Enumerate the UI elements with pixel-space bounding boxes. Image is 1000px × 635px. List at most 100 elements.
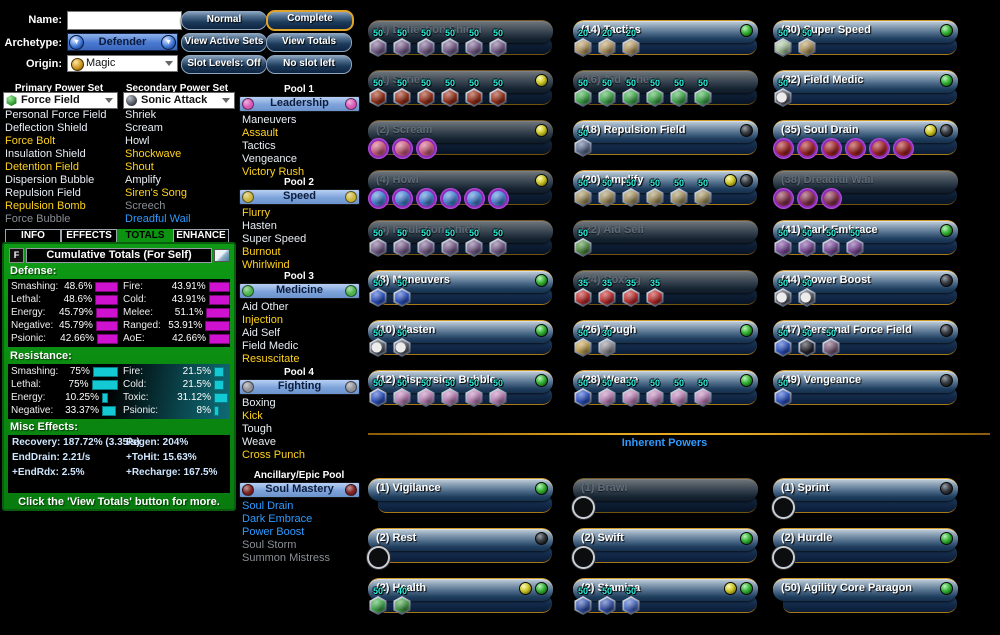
power-row[interactable]: (35) Soul Drain bbox=[772, 120, 958, 159]
enhancement-slot[interactable]: 50 bbox=[645, 78, 665, 107]
toggle-indicator[interactable] bbox=[740, 582, 753, 595]
enhancement-slot[interactable] bbox=[772, 128, 794, 159]
enhancement-slot[interactable] bbox=[463, 178, 485, 209]
enhancement-slot[interactable]: 50 bbox=[693, 78, 713, 107]
enhancement-icon[interactable] bbox=[369, 388, 387, 407]
enhancement-slot[interactable]: 50 bbox=[797, 278, 817, 307]
enhancement-icon[interactable] bbox=[369, 596, 387, 615]
toggle-indicator[interactable] bbox=[740, 374, 753, 387]
power-list-item[interactable]: Repulsion Bomb bbox=[5, 200, 86, 212]
enhancement-slot[interactable]: 50 bbox=[621, 378, 641, 407]
power-list-item[interactable]: Shockwave bbox=[125, 148, 182, 160]
enhancement-slot[interactable]: 50 bbox=[573, 328, 593, 357]
enhancement-icon[interactable] bbox=[622, 596, 640, 615]
enhancement-slot[interactable] bbox=[415, 178, 437, 209]
power-list-item[interactable]: Power Boost bbox=[242, 526, 305, 538]
enhancement-icon[interactable] bbox=[369, 38, 387, 57]
empty-slot-icon[interactable] bbox=[571, 496, 595, 519]
pool-header-bar[interactable]: Soul Mastery bbox=[239, 482, 360, 498]
enhancement-slot[interactable]: 50 bbox=[440, 78, 460, 107]
enhancement-icon[interactable] bbox=[574, 238, 592, 257]
power-list-item[interactable]: Cross Punch bbox=[242, 449, 305, 461]
empty-slot-icon[interactable] bbox=[771, 546, 795, 569]
enhancement-icon[interactable] bbox=[393, 88, 411, 107]
enhancement-icon[interactable] bbox=[694, 388, 712, 407]
toggle-indicator[interactable] bbox=[940, 74, 953, 87]
toggle-indicator[interactable] bbox=[535, 324, 548, 337]
enhancement-icon[interactable] bbox=[393, 238, 411, 257]
enhancement-icon[interactable] bbox=[489, 88, 507, 107]
enhancement-slot[interactable]: 20 bbox=[597, 28, 617, 57]
toggle-indicator[interactable] bbox=[740, 532, 753, 545]
power-list-item[interactable]: Detention Field bbox=[5, 161, 79, 173]
toggle-indicator[interactable] bbox=[724, 174, 737, 187]
enhancement-slot[interactable]: 50 bbox=[488, 78, 508, 107]
power-row[interactable]: (4) Howl bbox=[367, 170, 553, 209]
toggle-indicator[interactable] bbox=[535, 582, 548, 595]
empty-slot-icon[interactable] bbox=[771, 496, 795, 519]
enhancement-slot[interactable]: 50 bbox=[645, 378, 665, 407]
enhancement-slot[interactable]: 30 bbox=[597, 328, 617, 357]
power-list-item[interactable]: Dark Embrace bbox=[242, 513, 313, 525]
power-row[interactable]: (50) Agility Core Paragon bbox=[773, 578, 958, 616]
enhancement-icon[interactable] bbox=[465, 388, 483, 407]
enhancement-slot[interactable] bbox=[868, 128, 890, 159]
enhancement-slot[interactable]: 50 bbox=[392, 78, 412, 107]
enhancement-icon[interactable] bbox=[598, 88, 616, 107]
toggle-indicator[interactable] bbox=[924, 124, 937, 137]
enhancement-slot[interactable]: 50 bbox=[597, 78, 617, 107]
enhancement-slot[interactable] bbox=[796, 128, 818, 159]
enhancement-icon[interactable] bbox=[646, 188, 664, 207]
enhancement-slot[interactable] bbox=[571, 486, 595, 519]
enhancement-slot[interactable]: 50 bbox=[773, 78, 793, 107]
normal-button[interactable]: Normal bbox=[181, 11, 267, 30]
toggle-indicator[interactable] bbox=[940, 224, 953, 237]
power-list-item[interactable]: Whirlwind bbox=[242, 259, 290, 271]
archetype-prev-icon[interactable]: ▼ bbox=[69, 35, 84, 50]
power-list-item[interactable]: Deflection Shield bbox=[5, 122, 88, 134]
power-list-item[interactable]: Dreadful Wail bbox=[125, 213, 191, 225]
enhancement-icon[interactable] bbox=[487, 188, 509, 209]
enhancement-icon[interactable] bbox=[465, 238, 483, 257]
enhancement-slot[interactable]: 50 bbox=[597, 586, 617, 615]
enhancement-icon[interactable] bbox=[489, 238, 507, 257]
enhancement-slot[interactable]: 50 bbox=[573, 128, 593, 157]
power-row[interactable]: (2) Scream bbox=[367, 120, 553, 159]
enhancement-slot[interactable] bbox=[391, 178, 413, 209]
enhancement-slot[interactable]: 50 bbox=[693, 378, 713, 407]
enhancement-slot[interactable]: 50 bbox=[597, 378, 617, 407]
enhancement-icon[interactable] bbox=[622, 388, 640, 407]
power-row[interactable]: (1) Vigilance bbox=[368, 478, 553, 516]
enhancement-slot[interactable]: 50 bbox=[573, 78, 593, 107]
pool-header-bar[interactable]: Medicine bbox=[239, 283, 360, 299]
toggle-indicator[interactable] bbox=[535, 482, 548, 495]
enhancement-icon[interactable] bbox=[598, 188, 616, 207]
enhancement-slot[interactable] bbox=[367, 178, 389, 209]
power-list-item[interactable]: Kick bbox=[242, 410, 263, 422]
enhancement-slot[interactable] bbox=[820, 178, 842, 209]
enhancement-slot[interactable]: 50 bbox=[392, 228, 412, 257]
enhancement-icon[interactable] bbox=[622, 188, 640, 207]
power-list-item[interactable]: Field Medic bbox=[242, 340, 299, 352]
power-list-item[interactable]: Shriek bbox=[125, 109, 157, 121]
power-list-item[interactable]: Soul Drain bbox=[242, 500, 294, 512]
power-list-item[interactable]: Injection bbox=[242, 314, 283, 326]
enhancement-icon[interactable] bbox=[393, 338, 411, 357]
enhancement-icon[interactable] bbox=[868, 138, 890, 159]
enhancement-icon[interactable] bbox=[670, 388, 688, 407]
enhancement-slot[interactable] bbox=[771, 486, 795, 519]
enhancement-slot[interactable]: 50 bbox=[669, 378, 689, 407]
enhancement-slot[interactable]: 50 bbox=[573, 228, 593, 257]
enhancement-icon[interactable] bbox=[622, 88, 640, 107]
enhancement-slot[interactable]: 50 bbox=[368, 328, 388, 357]
power-list-item[interactable]: Screech bbox=[125, 200, 166, 212]
enhancement-icon[interactable] bbox=[846, 238, 864, 257]
enhancement-slot[interactable]: 50 bbox=[621, 178, 641, 207]
power-list-item[interactable]: Flurry bbox=[242, 207, 271, 219]
